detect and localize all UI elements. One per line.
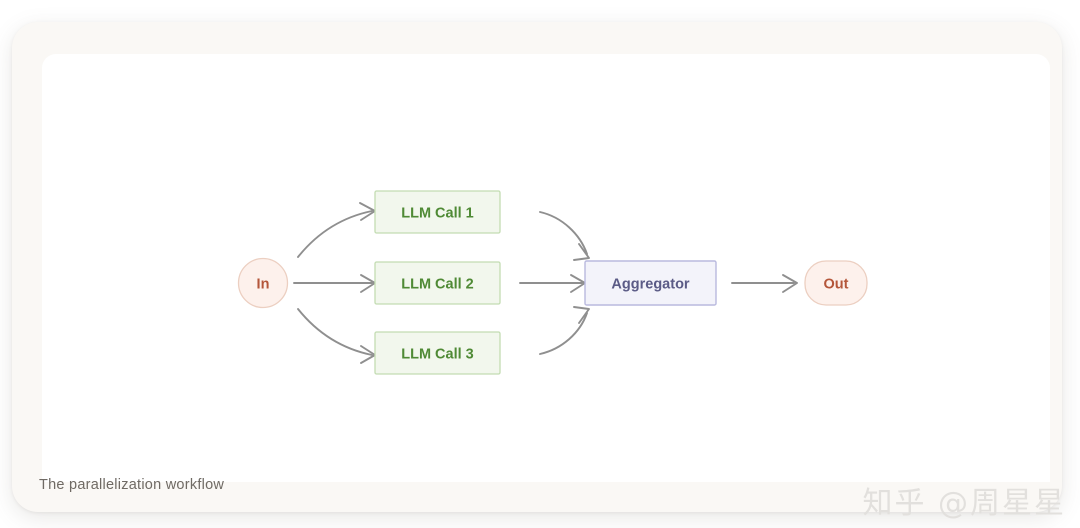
edge-in-to-llm-call-1	[297, 202, 376, 258]
node-aggregator-label: Aggregator	[611, 277, 690, 293]
node-in-label: In	[257, 277, 270, 293]
node-llm-call-2-shape	[374, 261, 501, 305]
diagram-card: In LLM Call 1 LLM Call 2 LLM Call 3 Aggr…	[12, 22, 1062, 512]
edge-llm-call-3-to-aggregator	[539, 306, 590, 355]
edge-in-to-llm-call-2	[293, 274, 376, 293]
node-out-label: Out	[824, 277, 849, 293]
node-aggregator[interactable]: Aggregator	[584, 260, 717, 306]
edge-aggregator-to-out	[731, 274, 798, 293]
node-in-shape	[237, 257, 289, 309]
node-llm-call-1-label: LLM Call 1	[401, 206, 474, 222]
node-llm-call-3[interactable]: LLM Call 3	[374, 331, 501, 375]
edge-llm-call-2-to-aggregator	[519, 274, 586, 293]
node-in[interactable]: In	[237, 257, 289, 309]
node-llm-call-3-shape	[374, 331, 501, 375]
edges-group	[293, 202, 798, 364]
node-llm-call-1[interactable]: LLM Call 1	[374, 190, 501, 234]
node-out[interactable]: Out	[804, 260, 868, 306]
diagram-canvas: In LLM Call 1 LLM Call 2 LLM Call 3 Aggr…	[42, 54, 1050, 482]
node-out-shape	[804, 260, 868, 306]
edge-llm-call-1-to-aggregator	[539, 211, 590, 261]
workflow-diagram: In LLM Call 1 LLM Call 2 LLM Call 3 Aggr…	[237, 190, 868, 375]
node-llm-call-2[interactable]: LLM Call 2	[374, 261, 501, 305]
node-llm-call-1-shape	[374, 190, 501, 234]
node-llm-call-2-label: LLM Call 2	[401, 277, 474, 293]
node-llm-call-3-label: LLM Call 3	[401, 347, 474, 363]
diagram-caption: The parallelization workflow	[39, 477, 225, 493]
node-aggregator-shape	[584, 260, 717, 306]
edge-in-to-llm-call-3	[297, 308, 376, 364]
watermark: 知乎 @周星星	[862, 486, 1066, 521]
